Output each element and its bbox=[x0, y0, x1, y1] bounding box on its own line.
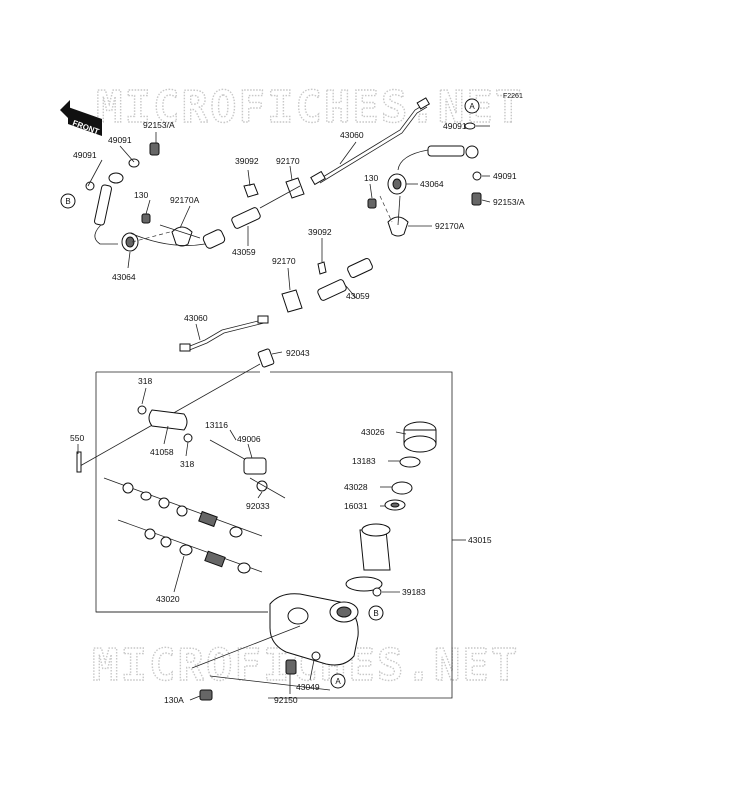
label-49091-right-top: 49091 bbox=[443, 121, 467, 131]
right-hose-assembly bbox=[367, 122, 482, 237]
label-43015: 43015 bbox=[468, 535, 492, 545]
label-318-top: 318 bbox=[138, 376, 152, 386]
label-318-bottom: 318 bbox=[180, 459, 194, 469]
label-92153a-right: 92153/A bbox=[493, 197, 525, 207]
label-13183: 13183 bbox=[352, 456, 376, 466]
upper-cable-assembly bbox=[202, 97, 431, 249]
label-92170a-right: 92170A bbox=[435, 221, 465, 231]
callout-b-body: B bbox=[368, 605, 384, 621]
label-43059-top: 43059 bbox=[232, 247, 256, 257]
svg-text:A: A bbox=[335, 677, 341, 686]
callout-a-body: A bbox=[330, 673, 346, 689]
label-130-right: 130 bbox=[364, 173, 378, 183]
label-43059-mid: 43059 bbox=[346, 291, 370, 301]
label-92170a-left: 92170A bbox=[170, 195, 200, 205]
svg-text:B: B bbox=[373, 609, 378, 618]
label-43060-top: 43060 bbox=[340, 130, 364, 140]
label-49091-left: 49091 bbox=[73, 150, 97, 160]
label-43064-left: 43064 bbox=[112, 272, 136, 282]
label-43060-mid: 43060 bbox=[184, 313, 208, 323]
label-49091-left-top: 49091 bbox=[108, 135, 132, 145]
label-550: 550 bbox=[70, 433, 84, 443]
callout-a-top: A bbox=[464, 98, 480, 114]
label-16031: 16031 bbox=[344, 501, 368, 511]
callout-b-left: B bbox=[60, 193, 76, 209]
leader-lines bbox=[77, 125, 491, 701]
label-43064-right: 43064 bbox=[420, 179, 444, 189]
piston-kit bbox=[103, 477, 263, 574]
reservoir-stack bbox=[345, 421, 437, 597]
label-43026: 43026 bbox=[361, 427, 385, 437]
watermark-top: MICROFICHES.NET bbox=[96, 82, 523, 133]
left-hose-assembly bbox=[85, 142, 206, 252]
figure-code: F2261 bbox=[503, 93, 523, 100]
label-13116: 13116 bbox=[205, 420, 228, 430]
middle-cable-assembly bbox=[179, 257, 373, 352]
label-43028: 43028 bbox=[344, 482, 368, 492]
label-92150: 92150 bbox=[274, 695, 298, 705]
label-92170-mid: 92170 bbox=[272, 256, 296, 266]
assembly-bracket bbox=[95, 371, 466, 699]
label-92153a-left: 92153/A bbox=[143, 120, 175, 130]
label-49006: 49006 bbox=[237, 434, 261, 444]
label-41058: 41058 bbox=[150, 447, 174, 457]
label-39092-mid: 39092 bbox=[308, 227, 332, 237]
svg-text:A: A bbox=[469, 102, 475, 111]
part-labels: 92153/A 49091 49091 130 92170A 43064 390… bbox=[70, 120, 525, 705]
label-130a: 130A bbox=[164, 695, 184, 705]
label-39092-top: 39092 bbox=[235, 156, 259, 166]
label-43049: 43049 bbox=[296, 682, 320, 692]
svg-text:B: B bbox=[65, 197, 70, 206]
label-92170-top: 92170 bbox=[276, 156, 300, 166]
label-43020: 43020 bbox=[156, 594, 180, 604]
pushrod-linkage bbox=[76, 348, 286, 499]
label-92033: 92033 bbox=[246, 501, 270, 511]
label-130-left: 130 bbox=[134, 190, 148, 200]
label-49091-right: 49091 bbox=[493, 171, 517, 181]
master-cylinder-body bbox=[191, 593, 359, 701]
label-39183: 39183 bbox=[402, 587, 426, 597]
label-92043: 92043 bbox=[286, 348, 310, 358]
